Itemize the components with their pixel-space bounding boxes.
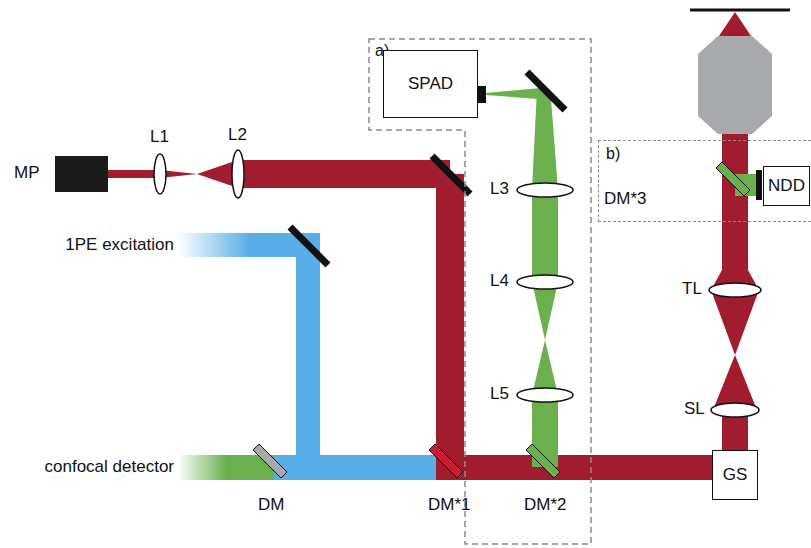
detector-box: NDD [763, 166, 810, 206]
red-beam [711, 130, 759, 290]
red-beam [436, 455, 712, 480]
region-outline-path [369, 39, 591, 544]
green-beam [532, 340, 558, 395]
tube-lens [709, 283, 761, 297]
dichroic-dm1 [429, 444, 463, 478]
part-label: DM*1 [428, 496, 471, 515]
red-beam [108, 170, 197, 178]
part-label: TL [682, 280, 702, 299]
part-label: L5 [490, 385, 509, 404]
lens-l3 [517, 183, 573, 197]
detector-box: SPAD [383, 50, 478, 118]
mirror [527, 72, 565, 110]
spad-window [478, 86, 486, 103]
blue-beam [296, 245, 320, 480]
part-label: L1 [150, 128, 169, 147]
dichroic-dm2 [526, 444, 560, 478]
box-label: NDD [768, 177, 805, 196]
part-label: MP [14, 164, 40, 183]
green-beam [532, 282, 558, 340]
box-label: GS [723, 466, 748, 485]
mirror [290, 227, 328, 265]
part-label: DM*2 [524, 496, 567, 515]
part-label: L4 [490, 272, 509, 291]
part-label: confocal detector [45, 458, 174, 477]
scanner-box: GS [712, 450, 758, 500]
laser-body [55, 156, 108, 192]
box-label: SPAD [408, 75, 453, 94]
dichroic-dm [253, 444, 287, 478]
focus-cone [719, 12, 751, 36]
part-label: L2 [228, 126, 247, 145]
lens-l4 [517, 275, 573, 289]
green-beam [532, 190, 558, 282]
red-beam [713, 355, 757, 410]
dashed-region: b) NDD [598, 140, 811, 222]
dichroic-dm3 [716, 162, 750, 196]
dashed-region: a)SPAD [368, 38, 592, 545]
part-label: 1PE excitation [65, 236, 174, 255]
green-beam [532, 89, 558, 190]
part-label: L3 [490, 180, 509, 199]
red-beam [238, 160, 450, 188]
part-label: SL [684, 400, 705, 419]
lens-l2 [232, 150, 244, 198]
scan-lens [711, 403, 759, 417]
red-beam [711, 290, 759, 355]
lens-l1 [154, 154, 166, 194]
part-label: DM [258, 496, 284, 515]
sample-slide [690, 9, 790, 12]
region-label: b) [606, 145, 620, 163]
blue-beam [272, 455, 436, 480]
lens-l5 [517, 388, 573, 402]
part-label: DM*3 [604, 190, 647, 209]
ndd-window [756, 170, 762, 200]
objective-lens [698, 36, 772, 134]
red-beam [436, 174, 464, 480]
green-beam [178, 455, 274, 480]
